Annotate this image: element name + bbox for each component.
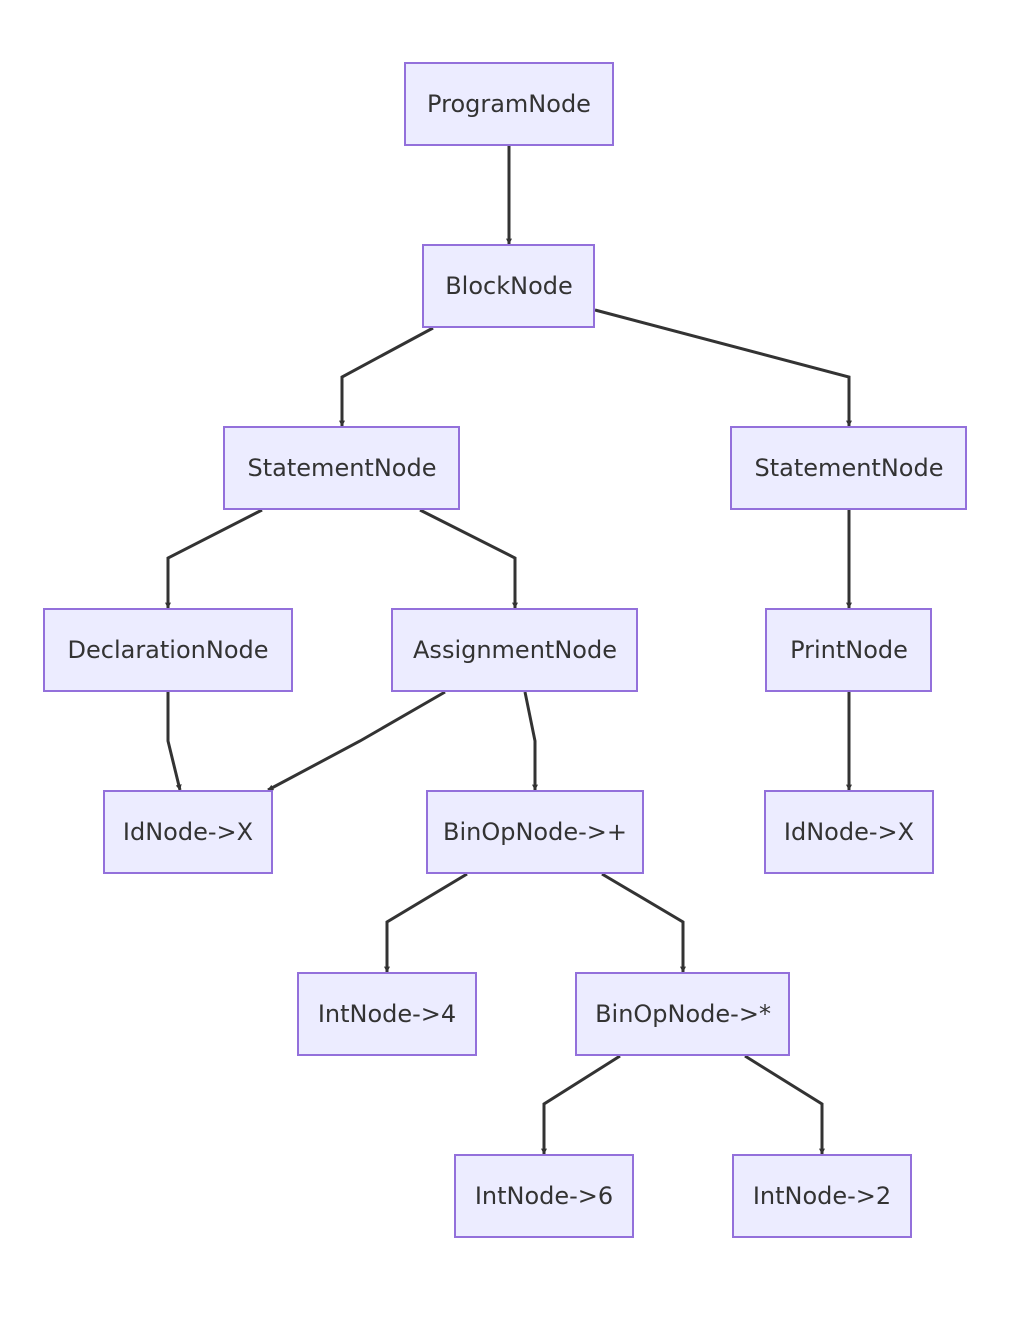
edge-statement-left-declaration: [165, 508, 263, 609]
edge-binop-times-int6: [541, 1054, 621, 1155]
node-declaration-label: DeclarationNode: [68, 636, 269, 664]
edges: [165, 146, 852, 1155]
node-id-x-left-label: IdNode->X: [123, 818, 253, 846]
node-binop-times[interactable]: BinOpNode->*: [575, 972, 790, 1056]
node-id-x-left[interactable]: IdNode->X: [103, 790, 273, 874]
edge-binop-plus-int4: [384, 872, 468, 973]
edge-block-statement-right: [594, 308, 852, 427]
edge-binop-times-int2: [744, 1054, 825, 1155]
node-program[interactable]: ProgramNode: [404, 62, 614, 146]
node-assignment-label: AssignmentNode: [413, 636, 617, 664]
node-int-4[interactable]: IntNode->4: [297, 972, 477, 1056]
node-int-2[interactable]: IntNode->2: [732, 1154, 912, 1238]
node-program-label: ProgramNode: [427, 90, 591, 118]
node-binop-plus-label: BinOpNode->+: [443, 818, 627, 846]
node-declaration[interactable]: DeclarationNode: [43, 608, 293, 692]
node-int-6-label: IntNode->6: [475, 1182, 613, 1210]
node-assignment[interactable]: AssignmentNode: [391, 608, 638, 692]
node-binop-plus[interactable]: BinOpNode->+: [426, 790, 644, 874]
node-block[interactable]: BlockNode: [422, 244, 595, 328]
node-statement-right-label: StatementNode: [755, 454, 944, 482]
node-id-x-right-label: IdNode->X: [784, 818, 914, 846]
node-statement-right[interactable]: StatementNode: [730, 426, 967, 510]
edge-assignment-binop-plus: [523, 691, 538, 791]
node-print-label: PrintNode: [790, 636, 908, 664]
nodes: ProgramNode BlockNode StatementNode Stat…: [43, 62, 967, 1238]
node-statement-left[interactable]: StatementNode: [223, 426, 460, 510]
edge-declaration-idnode: [166, 692, 182, 791]
edge-assignment-idnode: [267, 690, 446, 792]
node-print[interactable]: PrintNode: [765, 608, 932, 692]
edge-binop-plus-binop-times: [601, 872, 686, 973]
edge-statement-left-assignment: [419, 508, 518, 609]
node-int-6[interactable]: IntNode->6: [454, 1154, 634, 1238]
node-block-label: BlockNode: [445, 272, 573, 300]
node-int-2-label: IntNode->2: [753, 1182, 891, 1210]
node-binop-times-label: BinOpNode->*: [595, 1000, 771, 1028]
node-id-x-right[interactable]: IdNode->X: [764, 790, 934, 874]
edge-block-statement-left: [339, 326, 434, 427]
node-int-4-label: IntNode->4: [318, 1000, 456, 1028]
node-statement-left-label: StatementNode: [248, 454, 437, 482]
